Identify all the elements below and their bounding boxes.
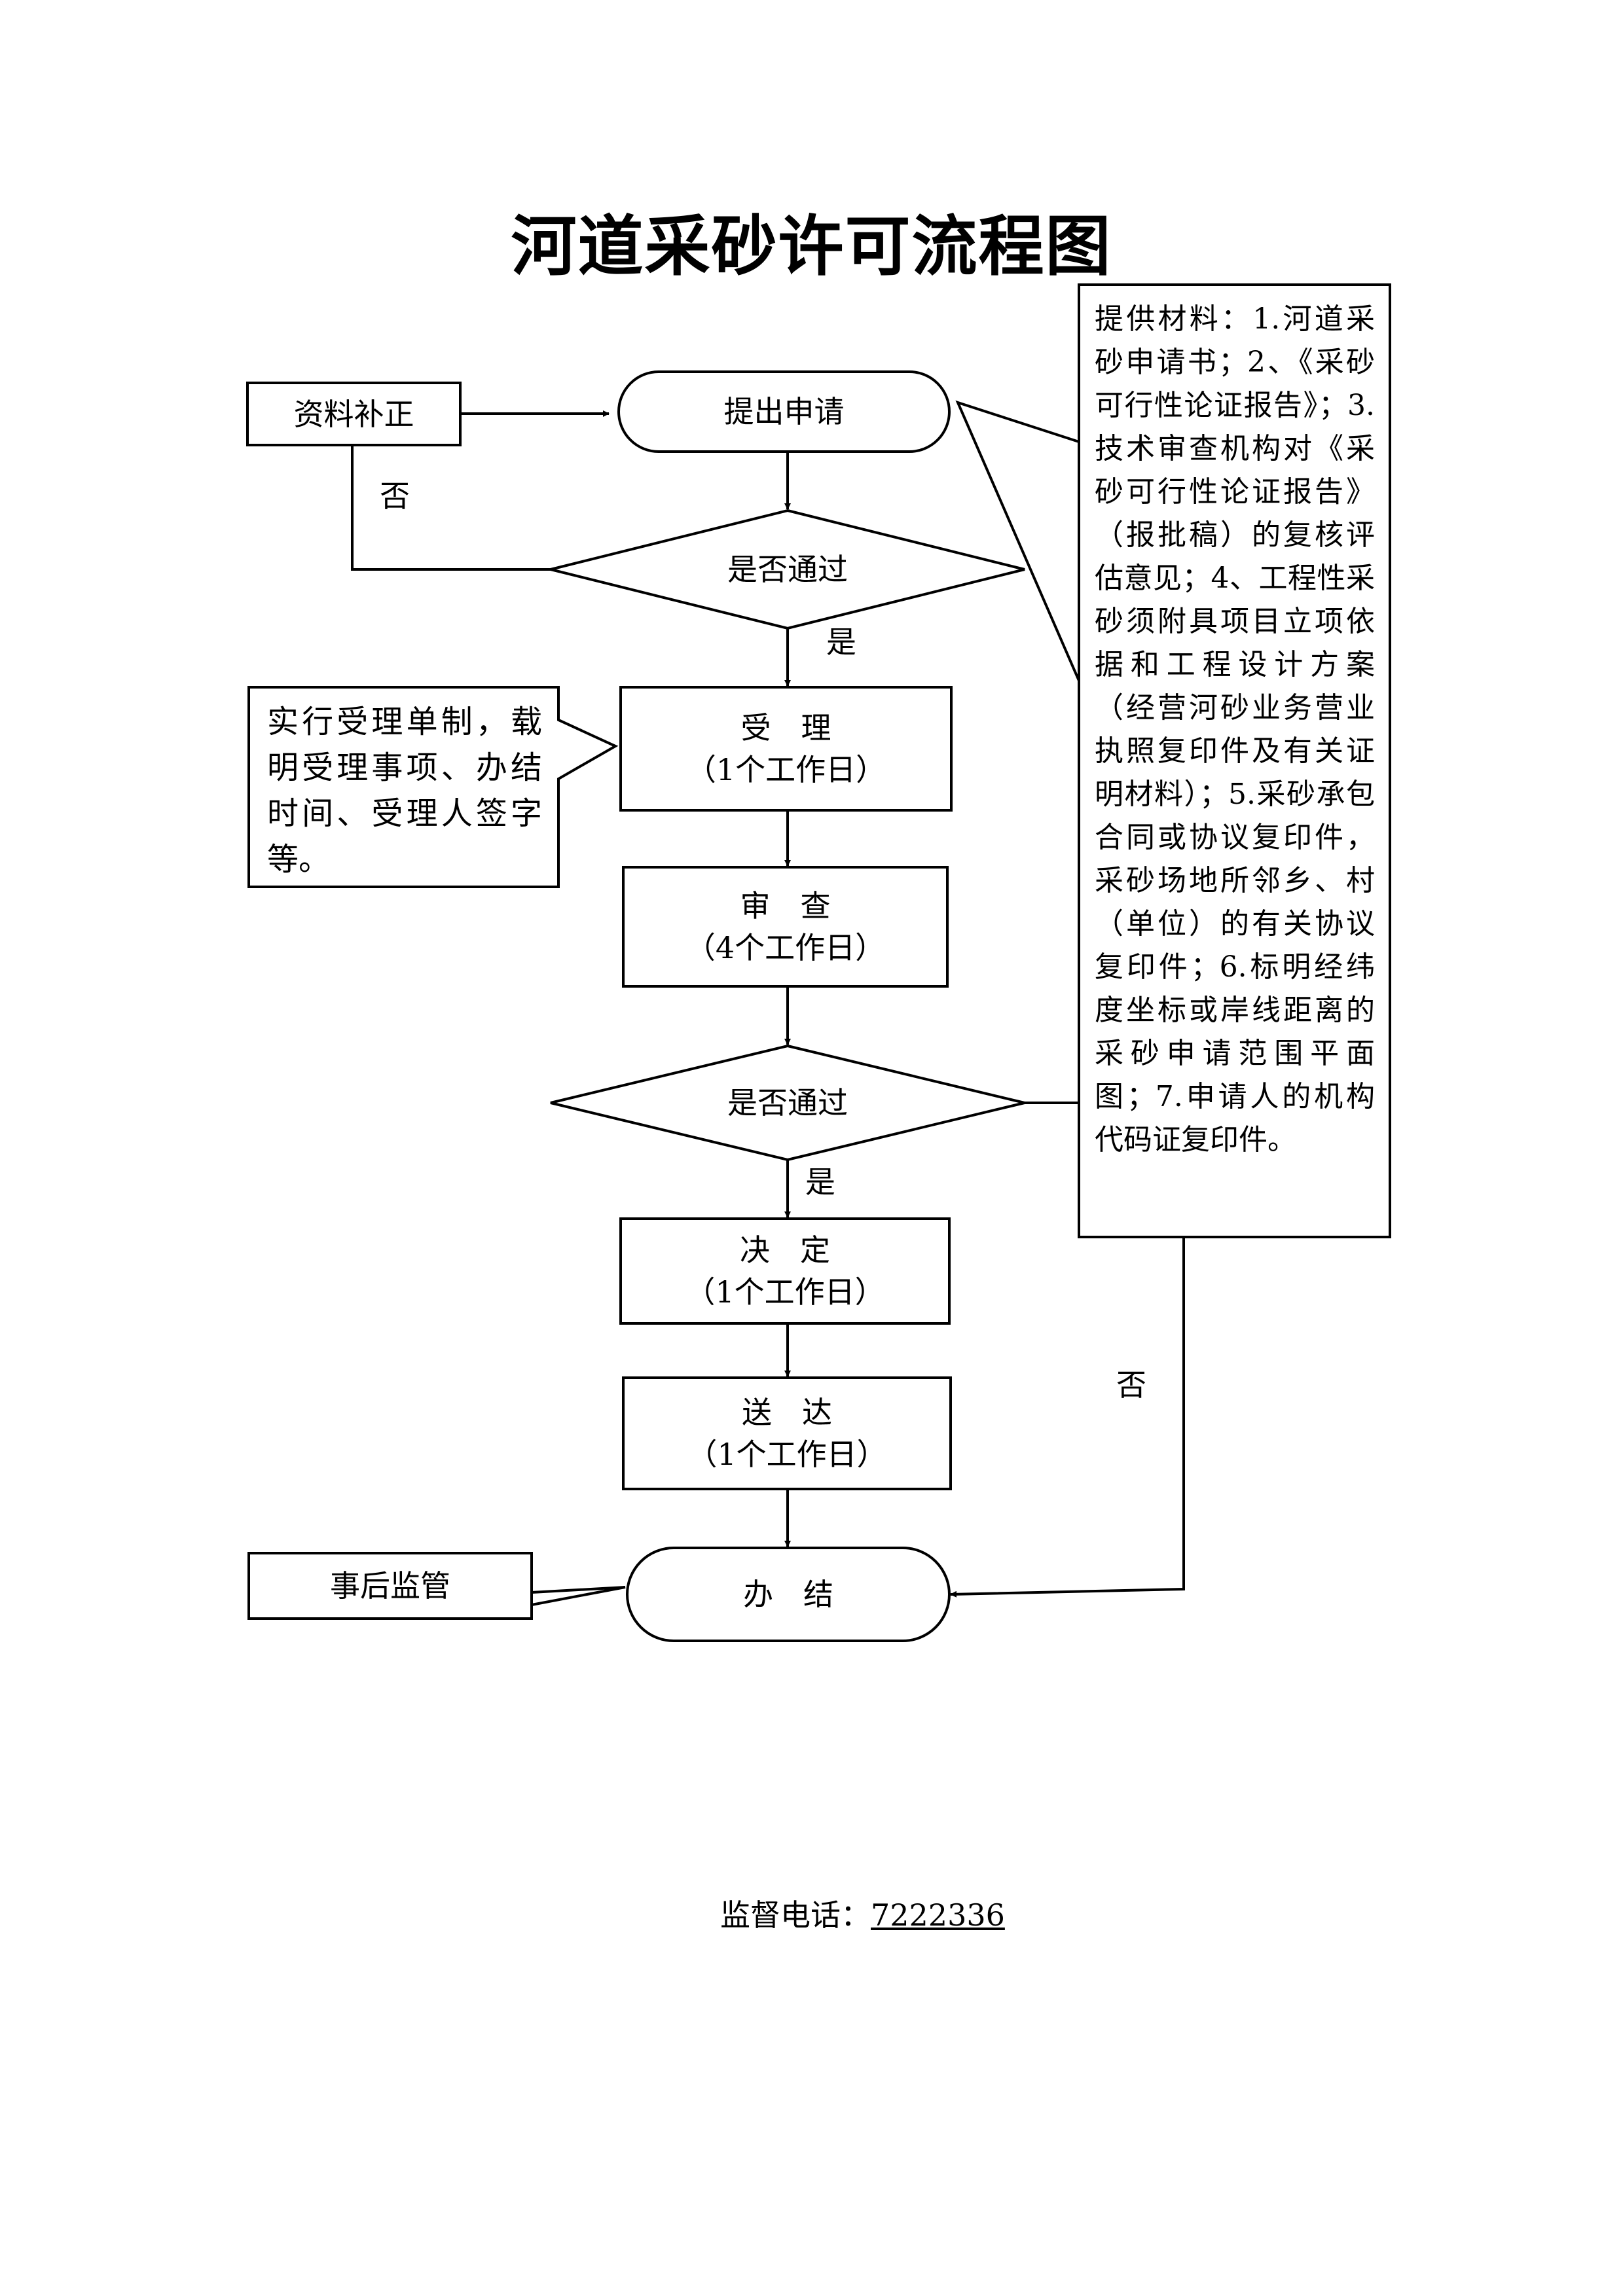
deliver-days: （1个工作日） <box>687 1437 887 1472</box>
no-label-1: 否 <box>380 478 410 514</box>
accept-node <box>619 686 953 812</box>
supplement-node <box>246 382 462 446</box>
decide-label: 决 定 （1个工作日） <box>621 1219 949 1323</box>
accept-label: 受 理 （1个工作日） <box>621 687 951 810</box>
yes-label-2: 是 <box>805 1164 835 1200</box>
accept-days: （1个工作日） <box>685 752 886 787</box>
decision-1-label: 是否通过 <box>657 543 919 596</box>
supervise-node <box>247 1552 533 1620</box>
supervise-connector <box>531 1586 626 1606</box>
no-label-2: 否 <box>1116 1367 1146 1403</box>
hotline-number: 7222336 <box>871 1897 1005 1933</box>
acceptance-callout <box>247 686 619 888</box>
deliver-title: 送 达 <box>742 1395 832 1430</box>
materials-pointer <box>955 400 1080 681</box>
supervise-label: 事后监管 <box>249 1553 532 1619</box>
footer-hotline: 监督电话：7222336 <box>720 1892 1005 1935</box>
supervise-text: 事后监管 <box>330 1568 450 1604</box>
arrow-no-to-finish <box>950 1237 1185 1598</box>
apply-node <box>617 370 951 453</box>
materials-note: 提供材料：1.河道采砂申请书；2、《采砂可行性论证报告》；3.技术审查机构对《采… <box>1095 302 1375 1157</box>
decision-1-text: 是否通过 <box>727 552 848 587</box>
line-no-to-supplement <box>351 446 551 571</box>
decide-days: （1个工作日） <box>685 1274 885 1310</box>
finish-label: 办 结 <box>627 1548 949 1641</box>
decide-title: 决 定 <box>740 1232 830 1268</box>
acceptance-note: 实行受理单制，载明受理事项、办结时间、受理人签字等。 <box>267 704 542 878</box>
page-title: 河道采砂许可流程图 <box>511 207 1112 285</box>
materials-box <box>1078 283 1391 1238</box>
decision-2-label: 是否通过 <box>657 1077 919 1129</box>
finish-node <box>626 1547 951 1642</box>
deliver-label: 送 达 （1个工作日） <box>623 1378 951 1489</box>
supplement-label: 资料补正 <box>247 383 460 445</box>
finish-text: 办 结 <box>743 1577 833 1612</box>
decision-2-text: 是否通过 <box>727 1085 848 1121</box>
decide-node <box>619 1217 951 1325</box>
accept-title: 受 理 <box>740 710 831 745</box>
apply-text: 提出申请 <box>723 394 845 429</box>
review-days: （4个工作日） <box>685 930 886 965</box>
yes-label-1: 是 <box>826 624 856 660</box>
review-title: 审 查 <box>740 888 831 924</box>
review-node <box>622 866 949 988</box>
hotline-label: 监督电话： <box>720 1897 871 1933</box>
apply-label: 提出申请 <box>619 372 949 452</box>
review-label: 审 查 （4个工作日） <box>623 867 947 986</box>
supplement-text: 资料补正 <box>293 396 414 432</box>
